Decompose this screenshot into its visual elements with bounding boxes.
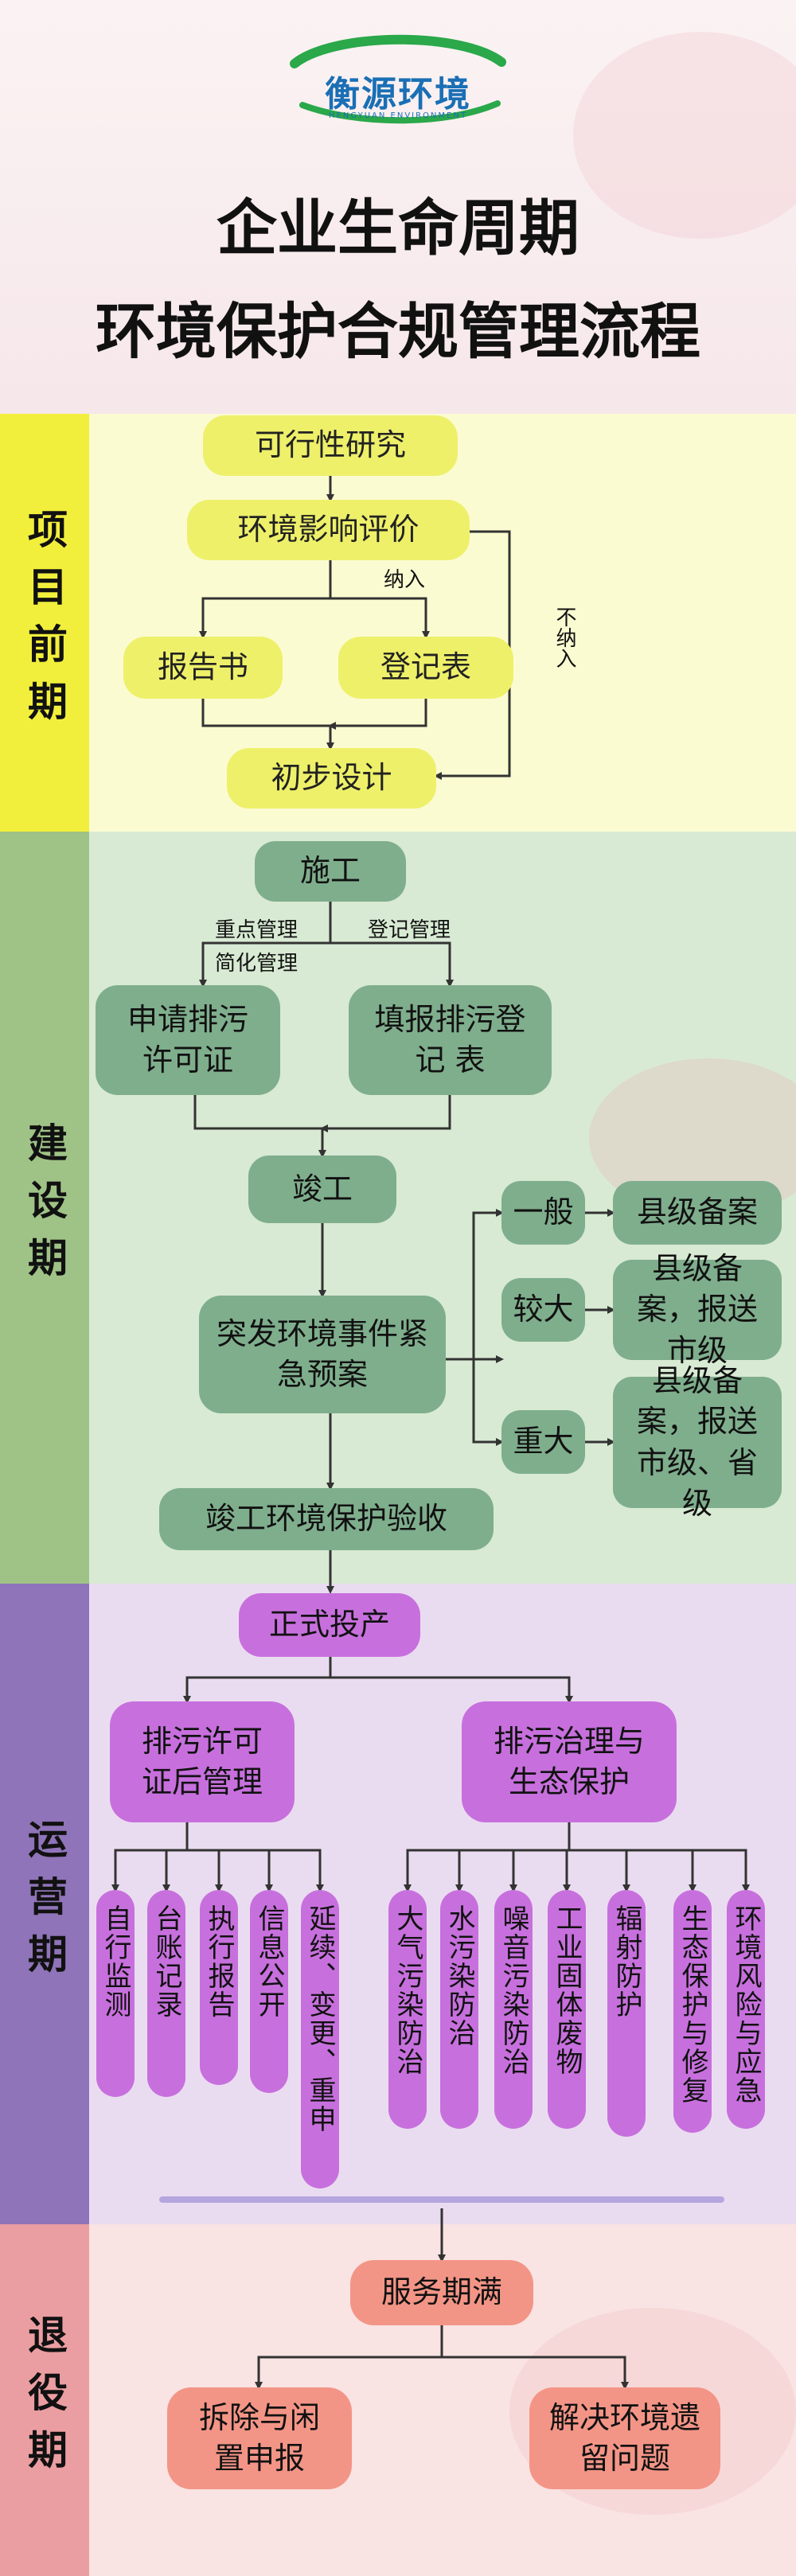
level-major-box: 重大 xyxy=(501,1410,585,1474)
ops-item-label: 执行报告 xyxy=(203,1904,235,2019)
simplified-management-label: 简化管理 xyxy=(215,952,298,976)
phase-label: 项目前期 xyxy=(21,508,68,738)
ops-item-label: 工业固体废物 xyxy=(551,1904,583,2076)
ops-item-box: 水污染防治 xyxy=(440,1890,478,2129)
phase-label: 退役期 xyxy=(21,2314,68,2486)
phase-stripe-build: 建设期 xyxy=(0,832,89,1584)
feasibility-study-box: 可行性研究 xyxy=(203,415,458,476)
exclude-label: 不纳入 xyxy=(552,606,576,668)
apply-permit-box: 申请排污许可证 xyxy=(96,985,280,1095)
service-expiry-box: 服务期满 xyxy=(350,2260,533,2325)
production-box: 正式投产 xyxy=(239,1593,420,1657)
level-general-box: 一般 xyxy=(501,1181,585,1245)
phase-stripe-ops: 运营期 xyxy=(0,1584,89,2224)
ops-item-box: 延续、变更、重申 xyxy=(301,1890,339,2188)
key-management-label: 重点管理 xyxy=(215,918,298,942)
page-title-line1: 企业生命周期 xyxy=(217,193,579,263)
ops-item-box: 执行报告 xyxy=(200,1890,238,2085)
ops-item-label: 信息公开 xyxy=(253,1904,285,2019)
logo-swoosh-icon xyxy=(290,34,506,124)
ops-item-box: 信息公开 xyxy=(250,1890,288,2093)
logo-subtitle: HENGYUAN ENVIRONMENT xyxy=(329,111,467,120)
level-general-action-box: 县级备案 xyxy=(613,1181,782,1245)
demolish-report-box: 拆除与闲置申报 xyxy=(167,2387,352,2489)
emergency-plan-box: 突发环境事件紧急预案 xyxy=(199,1296,446,1413)
register-form-box: 登记表 xyxy=(338,637,513,699)
phase-stripe-pre: 项目前期 xyxy=(0,414,89,832)
ops-item-label: 大气污染防治 xyxy=(392,1904,423,2076)
ops-divider xyxy=(159,2196,724,2203)
level-larger-action-box: 县级备案，报送市级 xyxy=(613,1251,782,1368)
ops-item-label: 台账记录 xyxy=(150,1904,182,2019)
resolve-legacy-box: 解决环境遗留问题 xyxy=(529,2387,720,2489)
ops-item-box: 工业固体废物 xyxy=(548,1890,586,2129)
registration-management-label: 登记管理 xyxy=(368,918,451,942)
construction-box: 施工 xyxy=(255,841,406,902)
ops-item-label: 环境风险与应急 xyxy=(730,1904,762,2105)
ops-item-label: 水污染防治 xyxy=(443,1904,475,2048)
ops-item-label: 自行监测 xyxy=(100,1904,131,2019)
level-major-action-box: 县级备案，报送市级、省级 xyxy=(613,1363,782,1521)
company-logo: 衡源环境 HENGYUAN ENVIRONMENT xyxy=(271,32,525,127)
ops-item-label: 生态保护与修复 xyxy=(677,1904,708,2105)
ops-item-box: 辐射防护 xyxy=(607,1890,646,2137)
logo-name: 衡源环境 xyxy=(325,74,471,115)
phase-stripe-exit: 退役期 xyxy=(0,2224,89,2576)
phase-label: 建设期 xyxy=(21,1121,68,1294)
ops-item-label: 噪音污染防治 xyxy=(498,1904,529,2076)
level-larger-box: 较大 xyxy=(501,1278,585,1342)
fill-register-box: 填报排污登记 表 xyxy=(349,985,552,1095)
phase-label: 运营期 xyxy=(21,1818,68,1990)
ops-item-box: 自行监测 xyxy=(96,1890,135,2097)
treatment-box: 排污治理与生态保护 xyxy=(462,1701,677,1822)
ops-item-label: 辐射防护 xyxy=(611,1904,642,2019)
header-background xyxy=(0,0,796,414)
report-box: 报告书 xyxy=(123,637,283,699)
preliminary-design-box: 初步设计 xyxy=(227,748,436,809)
ops-item-box: 大气污染防治 xyxy=(388,1890,427,2129)
ops-item-box: 噪音污染防治 xyxy=(494,1890,533,2129)
post-permit-box: 排污许可证后管理 xyxy=(110,1701,295,1822)
include-label: 纳入 xyxy=(384,568,426,592)
completion-box: 竣工 xyxy=(248,1155,396,1223)
ops-item-box: 台账记录 xyxy=(147,1890,185,2097)
acceptance-box: 竣工环境保护验收 xyxy=(159,1488,494,1550)
ops-item-label: 延续、变更、重申 xyxy=(304,1904,336,2134)
ops-item-box: 环境风险与应急 xyxy=(727,1890,765,2129)
eia-box: 环境影响评价 xyxy=(187,500,470,560)
ops-item-box: 生态保护与修复 xyxy=(673,1890,712,2133)
page-title-line2: 环境保护合规管理流程 xyxy=(96,296,700,367)
decor-blob xyxy=(573,32,796,239)
